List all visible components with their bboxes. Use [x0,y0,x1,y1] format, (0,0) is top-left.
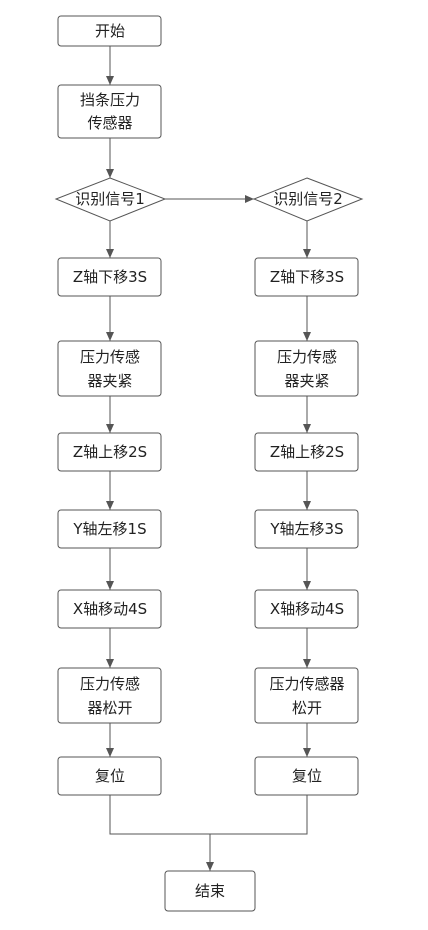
left-release: 压力传感 器松开 [57,667,162,724]
decision-detect-signal-2: 识别信号2 [252,177,364,222]
right-release-line1: 压力传感器 [269,675,344,693]
right-reset: 复位 [254,756,359,796]
right-clamp-line1: 压力传感 [277,348,337,366]
right-z-down-label: Z轴下移3S [270,268,344,286]
left-reset: 复位 [57,756,162,796]
left-reset-label: 复位 [95,767,125,785]
right-release-line2: 松开 [292,699,322,717]
left-z-down-label: Z轴下移3S [73,268,147,286]
right-z-up: Z轴上移2S [254,432,359,472]
left-release-line2: 器松开 [87,699,132,717]
right-x-move: X轴移动4S [254,589,359,629]
left-x-move-label: X轴移动4S [73,600,147,618]
right-z-up-label: Z轴上移2S [270,443,344,461]
node-start-label: 开始 [95,22,125,40]
right-release: 压力传感器 松开 [254,667,359,724]
right-x-move-label: X轴移动4S [270,600,344,618]
node-end-label: 结束 [195,882,225,900]
left-y-left: Y轴左移1S [57,509,162,549]
left-clamp: 压力传感 器夹紧 [57,340,162,397]
right-y-left-label: Y轴左移3S [269,520,343,538]
decision-detect-signal-1: 识别信号1 [54,177,167,222]
decision-detect-signal-2-label: 识别信号2 [273,190,343,208]
node-end: 结束 [164,870,256,912]
left-z-up-label: Z轴上移2S [73,443,147,461]
left-z-up: Z轴上移2S [57,432,162,472]
edges [106,46,311,871]
node-start: 开始 [57,15,162,47]
left-x-move: X轴移动4S [57,589,162,629]
left-clamp-line2: 器夹紧 [87,372,132,390]
right-clamp: 压力传感 器夹紧 [254,340,359,397]
decision-detect-signal-1-label: 识别信号1 [75,190,145,208]
left-release-line1: 压力传感 [80,675,140,693]
right-y-left: Y轴左移3S [254,509,359,549]
left-y-left-label: Y轴左移1S [72,520,146,538]
left-z-down: Z轴下移3S [57,257,162,297]
node-pressure-sensor: 挡条压力 传感器 [57,84,162,139]
node-pressure-sensor-line2: 传感器 [87,114,132,132]
right-reset-label: 复位 [292,767,322,785]
edge-merge-to-end [109,795,308,835]
left-clamp-line1: 压力传感 [80,348,140,366]
right-z-down: Z轴下移3S [254,257,359,297]
node-pressure-sensor-line1: 挡条压力 [80,91,140,109]
right-clamp-line2: 器夹紧 [284,372,329,390]
